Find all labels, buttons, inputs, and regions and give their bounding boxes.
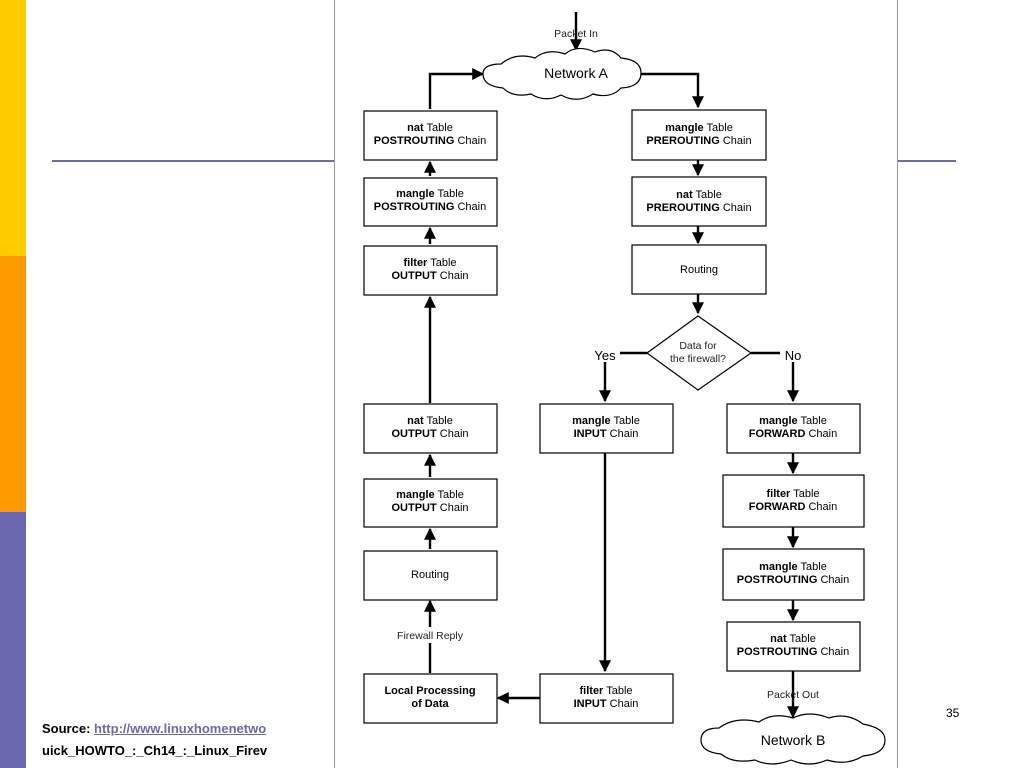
decision-line1: Data for [679, 340, 717, 352]
svg-text:Routing: Routing [411, 569, 449, 581]
packet-in-label: Packet In [554, 28, 598, 40]
box-routing-left: Routing [363, 550, 498, 601]
svg-text:OUTPUT Chain: OUTPUT Chain [391, 428, 468, 440]
network-a-label: Network A [544, 65, 608, 81]
source-link-continuation[interactable]: uick_HOWTO_:_Ch14_:_Linux_Firev [42, 743, 268, 758]
box-nat-postrouting-right: nat Table POSTROUTING Chain [726, 621, 861, 672]
decision-no-label: No [785, 348, 802, 363]
box-nat-output: nat Table OUTPUT Chain [363, 403, 498, 454]
box-mangle-postrouting-right: mangle Table POSTROUTING Chain [722, 548, 865, 601]
edge-network-a-to-mangle-prerouting [641, 72, 704, 109]
decision-diamond: Data for the firewall? [645, 315, 753, 391]
svg-text:nat Table: nat Table [407, 415, 453, 427]
box-filter-forward: filter Table FORWARD Chain [722, 474, 865, 528]
svg-text:INPUT Chain: INPUT Chain [574, 698, 639, 710]
svg-text:OUTPUT Chain: OUTPUT Chain [391, 270, 468, 282]
svg-text:mangle Table: mangle Table [759, 561, 827, 573]
svg-text:FORWARD Chain: FORWARD Chain [749, 428, 837, 440]
network-a-cloud: Network A [482, 47, 642, 100]
firewall-reply-label: Firewall Reply [397, 630, 464, 642]
decision-line2: the firewall? [670, 353, 726, 365]
svg-text:Local Processing: Local Processing [384, 685, 475, 697]
svg-text:nat Table: nat Table [770, 633, 816, 645]
svg-text:filter Table: filter Table [404, 257, 457, 269]
decision-yes-label: Yes [594, 348, 616, 363]
svg-text:of Data: of Data [411, 698, 449, 710]
box-mangle-output: mangle Table OUTPUT Chain [363, 478, 498, 528]
netfilter-flow-diagram: Packet In Packet Out Firewall Reply Netw… [334, 0, 898, 768]
svg-text:INPUT Chain: INPUT Chain [574, 428, 639, 440]
sidebar-stripe-purple [0, 512, 26, 768]
svg-text:mangle Table: mangle Table [665, 122, 733, 134]
title-rule-right [896, 160, 956, 162]
title-rule-left [52, 160, 335, 162]
sidebar-stripe-orange [0, 256, 26, 512]
page-number: 35 [946, 706, 960, 720]
source-citation: Source: http://www.linuxhomenetwo uick_H… [42, 718, 334, 762]
svg-text:filter Table: filter Table [580, 685, 633, 697]
svg-text:mangle Table: mangle Table [759, 415, 827, 427]
svg-text:mangle Table: mangle Table [572, 415, 640, 427]
svg-text:PREROUTING Chain: PREROUTING Chain [646, 202, 751, 214]
network-b-cloud: Network B [700, 713, 886, 765]
svg-text:Routing: Routing [680, 264, 718, 276]
box-mangle-forward: mangle Table FORWARD Chain [726, 403, 861, 454]
svg-text:POSTROUTING Chain: POSTROUTING Chain [374, 201, 486, 213]
sidebar-stripe-yellow [0, 0, 26, 256]
svg-text:OUTPUT Chain: OUTPUT Chain [391, 502, 468, 514]
box-mangle-prerouting: mangle Table PREROUTING Chain [631, 109, 767, 161]
box-nat-postrouting-left: nat Table POSTROUTING Chain [363, 110, 498, 161]
source-label: Source: [42, 721, 91, 736]
svg-text:mangle Table: mangle Table [396, 489, 464, 501]
box-local-processing: Local Processing of Data [363, 673, 498, 724]
svg-text:filter Table: filter Table [767, 488, 820, 500]
network-b-label: Network B [761, 732, 826, 748]
box-mangle-input: mangle Table INPUT Chain [539, 403, 674, 454]
edge-nat-post-to-network-a [428, 68, 485, 109]
svg-text:POSTROUTING Chain: POSTROUTING Chain [374, 135, 486, 147]
svg-text:nat Table: nat Table [676, 189, 722, 201]
svg-text:POSTROUTING Chain: POSTROUTING Chain [737, 646, 849, 658]
svg-text:POSTROUTING Chain: POSTROUTING Chain [737, 574, 849, 586]
box-routing-right: Routing [631, 244, 767, 295]
svg-text:PREROUTING Chain: PREROUTING Chain [646, 135, 751, 147]
svg-text:mangle Table: mangle Table [396, 188, 464, 200]
box-mangle-postrouting-left: mangle Table POSTROUTING Chain [363, 177, 498, 227]
packet-out-label: Packet Out [767, 689, 819, 701]
box-filter-input: filter Table INPUT Chain [539, 673, 674, 724]
box-filter-output: filter Table OUTPUT Chain [363, 245, 498, 296]
svg-text:FORWARD Chain: FORWARD Chain [749, 501, 837, 513]
svg-text:nat Table: nat Table [407, 122, 453, 134]
source-link[interactable]: http://www.linuxhomenetwo [94, 721, 267, 736]
box-nat-prerouting: nat Table PREROUTING Chain [631, 176, 767, 227]
